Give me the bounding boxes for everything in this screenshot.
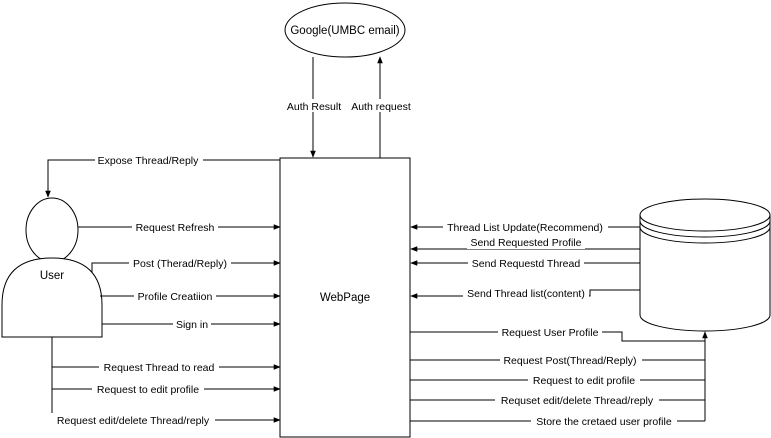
- user-actor: User: [1, 197, 103, 338]
- edge-auth-result: Auth Result: [284, 57, 346, 158]
- edge-profile-creation: Profile Creatiion: [100, 289, 281, 303]
- edge-request-thread-read: Request Thread to read: [52, 360, 281, 374]
- edge-label-send-requested-profile: Send Requested Profile: [471, 237, 582, 249]
- edge-label-request-edit-delete-db: Requset edit/delete Thread/reply: [501, 395, 654, 407]
- edge-label-store-profile: Store the cretaed user profile: [536, 416, 672, 428]
- edge-thread-list-update: Thread List Update(Recommend): [410, 220, 640, 234]
- edge-label-request-edit-profile-db: Request to edit profile: [533, 375, 635, 387]
- google-node: Google(UMBC email): [284, 2, 406, 58]
- edge-label-send-thread-list: Send Thread list(content): [467, 288, 585, 300]
- edge-label-expose-thread: Expose Thread/Reply: [98, 155, 200, 167]
- edge-expose-thread: Expose Thread/Reply: [45, 153, 280, 198]
- edge-label-request-user-profile: Request User Profile: [502, 327, 599, 339]
- edge-label-auth-result: Auth Result: [287, 101, 341, 113]
- edge-label-request-refresh: Request Refresh: [136, 222, 215, 234]
- edge-request-edit-profile-user: Request to edit profile: [52, 382, 281, 396]
- edge-send-requested-thread: Send Requestd Thread: [410, 256, 640, 270]
- edge-label-request-edit-delete-user: Request edit/delete Thread/reply: [57, 415, 210, 427]
- edge-request-edit-delete-user: Request edit/delete Thread/reply: [51, 413, 281, 427]
- edge-label-thread-list-update: Thread List Update(Recommend): [447, 222, 603, 234]
- edge-post-thread: Post (Therad/Reply): [91, 256, 281, 272]
- edge-label-sign-in: Sign in: [176, 319, 208, 331]
- edge-label-post-thread: Post (Therad/Reply): [133, 258, 227, 270]
- edge-request-post: Request Post(Thread/Reply): [410, 353, 705, 367]
- webpage-node-label: WebPage: [320, 292, 370, 304]
- edge-label-request-post: Request Post(Thread/Reply): [503, 355, 636, 367]
- database-cylinder: [639, 198, 771, 332]
- user-actor-label: User: [40, 270, 64, 282]
- edge-label-auth-request: Auth request: [351, 101, 411, 113]
- edge-request-user-profile: Request User Profile: [410, 326, 705, 342]
- edge-label-request-thread-read: Request Thread to read: [104, 362, 215, 374]
- edge-send-thread-list: Send Thread list(content): [410, 287, 640, 300]
- google-node-label: Google(UMBC email): [290, 25, 399, 37]
- edge-request-edit-delete-db: Requset edit/delete Thread/reply: [410, 393, 705, 407]
- edge-sign-in: Sign in: [102, 317, 281, 331]
- edge-label-send-requested-thread: Send Requestd Thread: [472, 258, 581, 270]
- edge-request-refresh: Request Refresh: [78, 220, 281, 234]
- edge-label-profile-creation: Profile Creatiion: [138, 291, 213, 303]
- edge-label-request-edit-profile-user: Request to edit profile: [97, 384, 199, 396]
- edge-store-profile: Store the cretaed user profile: [410, 414, 705, 428]
- webpage-node: WebPage: [279, 157, 411, 438]
- edge-send-requested-profile: Send Requested Profile: [410, 236, 640, 252]
- edge-auth-request: Auth request: [348, 56, 414, 158]
- edge-request-edit-profile-db: Request to edit profile: [410, 373, 705, 387]
